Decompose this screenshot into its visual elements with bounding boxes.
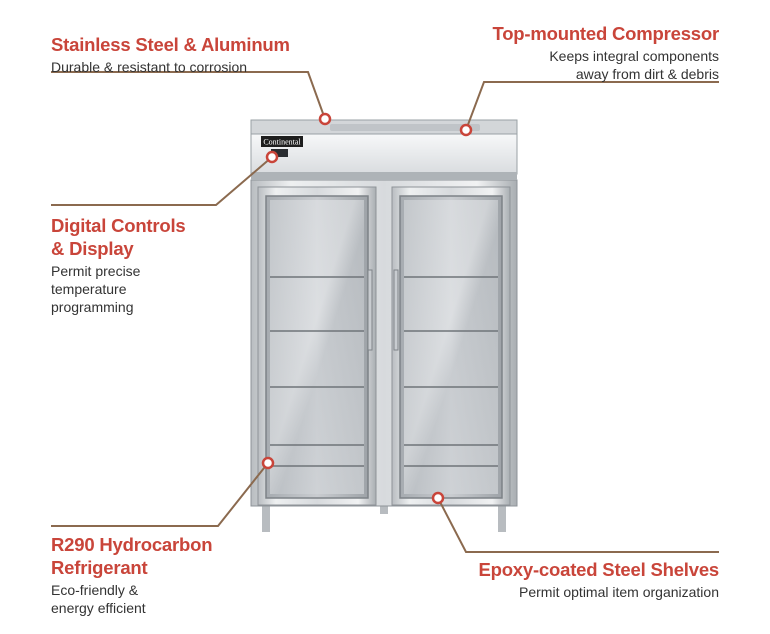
- shelf: [270, 276, 364, 446]
- brand-logo-text: Continental: [263, 138, 301, 147]
- callout-controls-title-2: & Display: [51, 238, 134, 259]
- callout-controls-desc-2: temperature: [51, 281, 127, 297]
- pointer-dot: [431, 491, 445, 505]
- callout-shelves: Epoxy-coated Steel Shelves Permit optima…: [478, 558, 719, 601]
- vent-grille: [330, 124, 480, 131]
- callout-refrigerant-desc-1: Eco-friendly &: [51, 582, 139, 598]
- pointer-dot: [261, 456, 275, 470]
- pointer-dot: [265, 150, 279, 164]
- door-handle: [393, 269, 399, 351]
- digital-display: [271, 149, 288, 157]
- leg: [380, 500, 388, 514]
- leader-stainless: [51, 71, 326, 120]
- brand-logo: [261, 136, 303, 147]
- callout-controls-title: Digital Controls: [51, 215, 186, 236]
- callout-compressor-desc-2: away from dirt & debris: [575, 66, 719, 82]
- callout-controls-desc-1: Permit precise: [51, 263, 141, 279]
- callout-compressor: Top-mounted Compressor Keeps integral co…: [492, 22, 719, 83]
- leader-lines: [51, 71, 719, 553]
- door-handle: [367, 269, 373, 351]
- callout-refrigerant-title-2: Refrigerant: [51, 557, 148, 578]
- callout-refrigerant-desc-2: energy efficient: [51, 600, 146, 616]
- callout-compressor-title: Top-mounted Compressor: [492, 23, 719, 44]
- callout-controls: Digital Controls & Display Permit precis…: [51, 214, 186, 316]
- right-door: [391, 186, 511, 506]
- callout-shelves-title: Epoxy-coated Steel Shelves: [478, 559, 719, 580]
- leg: [262, 500, 270, 532]
- callout-stainless-title: Stainless Steel & Aluminum: [51, 34, 290, 55]
- callout-refrigerant-title: R290 Hydrocarbon: [51, 534, 213, 555]
- leg: [498, 500, 506, 532]
- callout-stainless-desc: Durable & resistant to corrosion: [51, 59, 248, 75]
- shelf: [404, 276, 498, 446]
- leader-shelves: [437, 497, 719, 553]
- pointer-dot: [318, 112, 332, 126]
- pointer-dot: [459, 123, 473, 137]
- left-door: [257, 186, 377, 506]
- leader-controls: [51, 156, 273, 206]
- callout-shelves-desc: Permit optimal item organization: [519, 584, 719, 600]
- pointer-dots: [261, 112, 473, 505]
- leader-compressor: [465, 81, 719, 131]
- callout-stainless: Stainless Steel & Aluminum Durable & res…: [51, 33, 290, 76]
- callout-controls-desc-3: programming: [51, 299, 134, 315]
- callout-compressor-desc-1: Keeps integral components: [549, 48, 719, 64]
- callout-refrigerant: R290 Hydrocarbon Refrigerant Eco-friendl…: [51, 533, 212, 617]
- leader-refrigerant: [51, 462, 269, 527]
